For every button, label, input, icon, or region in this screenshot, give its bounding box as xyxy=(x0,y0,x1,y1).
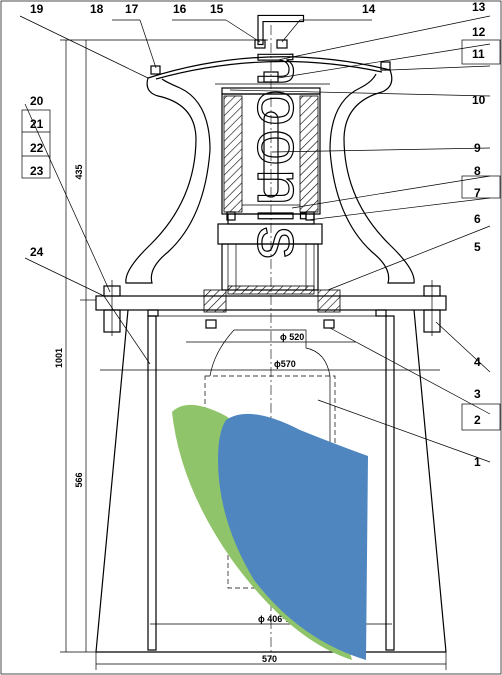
part-number-15: 15 xyxy=(210,2,224,16)
logo-watermark: Lnoonis xyxy=(172,9,368,660)
part-number-7: 7 xyxy=(474,186,481,200)
part-number-22: 22 xyxy=(30,141,44,155)
dim-diameter-520: ϕ 520 xyxy=(280,332,304,342)
dim-diameter-406: ϕ 406*12 xyxy=(258,614,296,624)
logo-blue-shape xyxy=(218,413,368,660)
part-number-17: 17 xyxy=(125,2,139,16)
part-number-4: 4 xyxy=(474,355,481,369)
part-numbers: 19 18 17 16 15 14 13 12 11 10 9 8 7 6 5 … xyxy=(21,0,501,469)
part-number-24: 24 xyxy=(30,245,44,259)
part-number-3: 3 xyxy=(474,387,481,401)
capstan-drum xyxy=(125,56,415,284)
part-number-20: 20 xyxy=(30,94,44,108)
dim-base-width: 570 xyxy=(262,654,277,664)
part-number-12: 12 xyxy=(472,25,486,39)
dim-upper-height: 435 xyxy=(74,164,84,179)
part-number-23: 23 xyxy=(30,164,44,178)
part-number-2: 2 xyxy=(474,413,481,427)
part-number-5: 5 xyxy=(474,240,481,254)
dim-lower-height: 566 xyxy=(74,472,84,487)
part-number-14: 14 xyxy=(362,2,376,16)
part-number-8: 8 xyxy=(474,164,481,178)
dim-diameter-570-top: ϕ570 xyxy=(274,359,296,369)
part-number-10: 10 xyxy=(472,93,486,107)
dim-overall-height: 1001 xyxy=(54,348,64,368)
pedestal xyxy=(95,309,447,653)
part-number-21: 21 xyxy=(30,117,44,131)
dimension-lines xyxy=(60,39,447,670)
part-number-18: 18 xyxy=(90,2,104,16)
motor-housing xyxy=(221,93,321,215)
watermark-text: Lnoonis xyxy=(244,10,318,262)
part-number-9: 9 xyxy=(474,141,481,155)
part-number-6: 6 xyxy=(474,212,481,226)
part-number-16: 16 xyxy=(173,2,187,16)
part-number-19: 19 xyxy=(30,2,44,16)
part-number-11: 11 xyxy=(472,47,485,61)
part-number-1: 1 xyxy=(474,455,481,469)
part-number-13: 13 xyxy=(472,0,486,14)
leader-lines xyxy=(19,15,491,463)
deck-plate xyxy=(95,280,447,336)
